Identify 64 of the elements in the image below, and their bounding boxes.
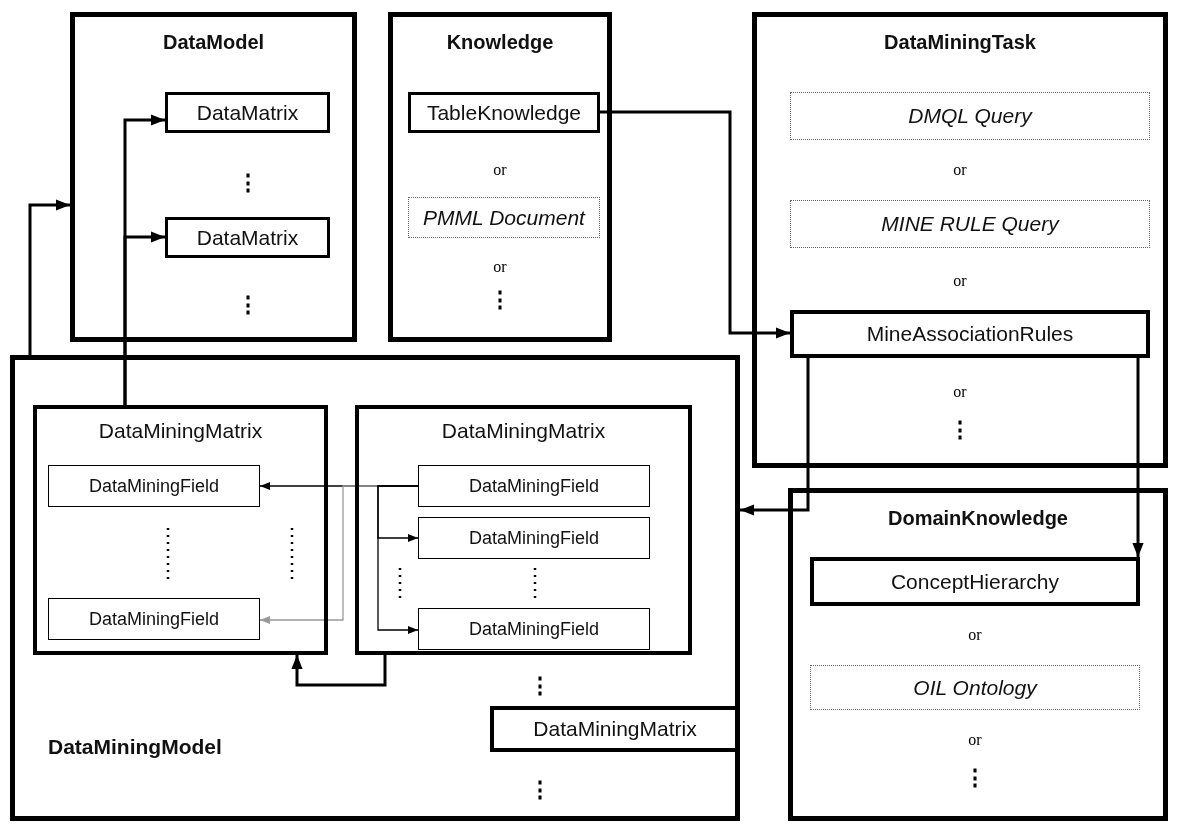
box-label: ConceptHierarchy — [890, 569, 1060, 594]
alternative-label: or — [493, 258, 507, 276]
arrow — [377, 485, 419, 634]
alternative-label: or — [953, 161, 967, 179]
alternative-label: or — [968, 626, 982, 644]
alternative-box — [790, 200, 1150, 248]
box-label: DataMatrix — [196, 100, 299, 125]
arrow — [740, 358, 810, 516]
alternative-label: or — [493, 161, 507, 179]
box-label: PMML Document — [423, 205, 585, 230]
class-box — [165, 92, 330, 133]
ellipsis-mark: ⋮ — [964, 765, 986, 791]
box-label: OIL Ontology — [913, 675, 1037, 700]
arrow — [123, 231, 165, 405]
box-title: DomainKnowledge — [888, 507, 1068, 530]
field-box — [418, 517, 650, 559]
box-label: DataMiningField — [468, 475, 600, 497]
ellipsis-mark: ⋮ — [529, 777, 551, 803]
field-box — [48, 598, 260, 640]
alternative-box — [810, 665, 1140, 710]
ellipsis-mark: ⋮ — [949, 417, 971, 443]
alternative-box — [408, 197, 600, 238]
arrow — [28, 199, 70, 355]
box-label: DataMiningField — [88, 475, 220, 497]
matrix-box — [33, 405, 328, 655]
ellipsis-mark: ⋮ — [237, 170, 259, 196]
box-title: DataMiningMatrix — [441, 419, 606, 443]
container-box — [10, 355, 740, 821]
box-label: DMQL Query — [908, 104, 1032, 128]
arrow — [1132, 358, 1144, 557]
box-label: DataMiningField — [468, 527, 600, 549]
box-label: DataMiningMatrix — [533, 717, 697, 741]
alternative-label: or — [953, 272, 967, 290]
class-box — [408, 92, 600, 133]
class-box — [790, 310, 1150, 358]
class-box — [810, 557, 1140, 606]
box-title: DataMiningModel — [48, 735, 222, 759]
class-box — [165, 217, 330, 258]
box-label: MINE RULE Query — [881, 212, 1059, 236]
box-title: DataMiningMatrix — [98, 419, 263, 443]
alternative-box — [790, 92, 1150, 140]
container-box — [388, 12, 612, 342]
box-title: DataMiningTask — [884, 31, 1036, 54]
field-box — [418, 608, 650, 650]
container-box — [70, 12, 357, 342]
container-box — [788, 488, 1168, 821]
arrow — [600, 110, 790, 339]
alternative-label: or — [953, 383, 967, 401]
matrix-box — [355, 405, 692, 655]
box-label: TableKnowledge — [426, 100, 582, 125]
container-box — [752, 12, 1168, 468]
ellipsis-mark: ⋮ — [237, 292, 259, 318]
box-label: DataMatrix — [196, 225, 299, 250]
box-label: DataMiningField — [88, 608, 220, 630]
box-label: MineAssociationRules — [866, 322, 1074, 346]
ellipsis-mark: ⋮ — [529, 673, 551, 699]
field-box — [418, 465, 650, 507]
arrow — [291, 655, 387, 687]
alternative-label: or — [968, 731, 982, 749]
ellipsis-mark: ⋮ — [489, 287, 511, 313]
box-label: DataMiningField — [468, 618, 600, 640]
box-title: Knowledge — [446, 31, 554, 54]
box-title: DataModel — [162, 31, 265, 54]
field-box — [48, 465, 260, 507]
